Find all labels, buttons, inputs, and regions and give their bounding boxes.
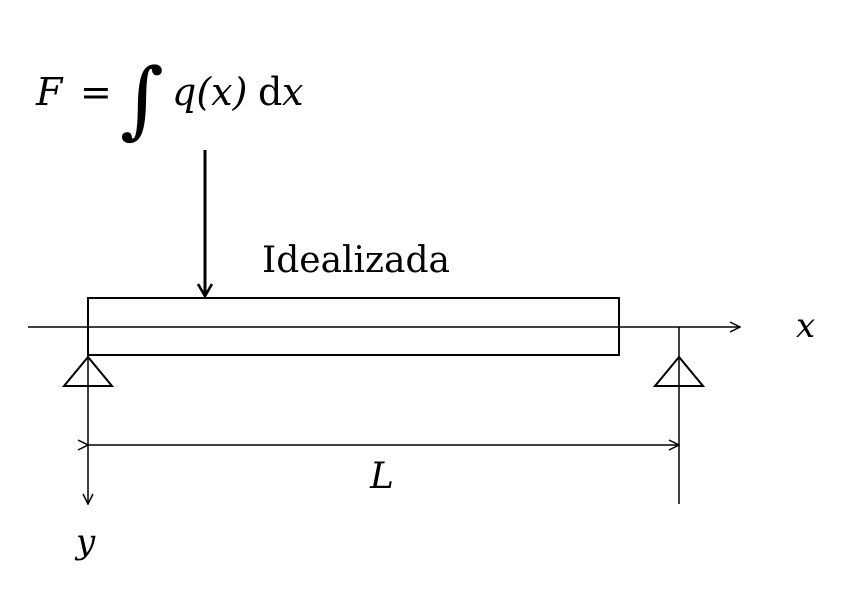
integral-sign: ∫ <box>120 50 164 148</box>
formula-equals: = <box>80 70 112 114</box>
y-axis-label: y <box>74 522 96 562</box>
beam-label: Idealizada <box>262 240 450 281</box>
span-label: L <box>369 456 394 497</box>
x-axis-label: x <box>796 306 815 346</box>
left-support <box>61 355 115 387</box>
formula-lhs: F <box>35 70 64 114</box>
formula-integrand: q(x) <box>172 70 247 114</box>
right-support <box>652 355 706 387</box>
load-formula: F = ∫ q(x) d x <box>35 50 303 148</box>
formula-differential-var: x <box>282 70 303 114</box>
formula-differential-d: d <box>258 70 282 114</box>
